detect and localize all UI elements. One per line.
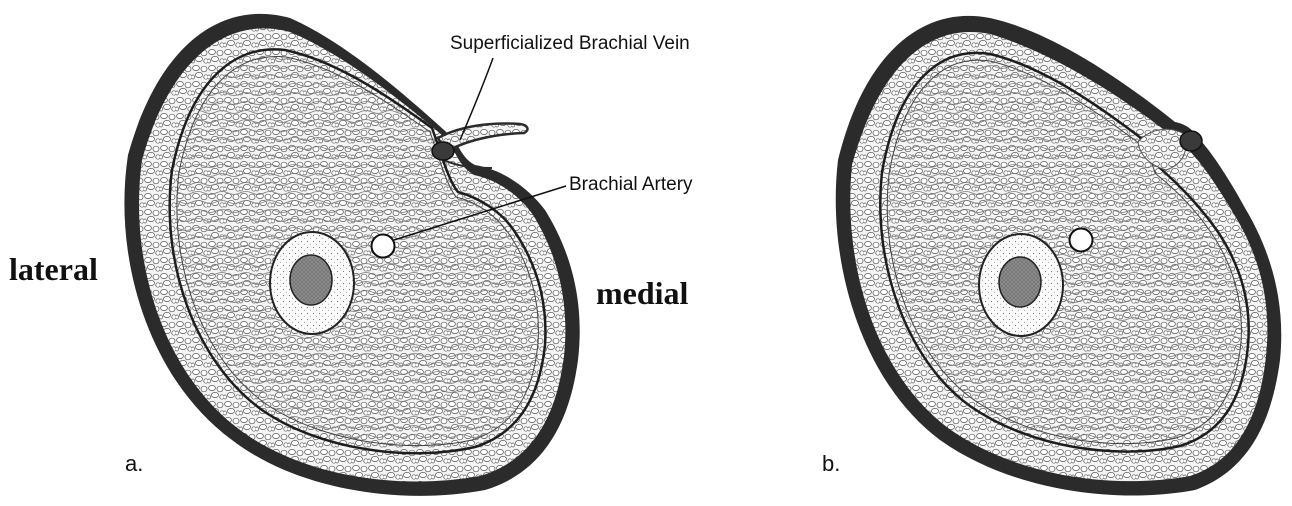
label-lateral: lateral xyxy=(9,251,98,287)
panel-a-bone-marrow xyxy=(290,255,332,305)
panel-b-superficialized-vein xyxy=(1180,131,1202,151)
label-panel-b: b. xyxy=(822,451,840,476)
panel-b-cross-section xyxy=(836,16,1282,496)
label-panel-a: a. xyxy=(125,451,143,476)
panel-b-bone-marrow xyxy=(999,257,1041,307)
panel-a-cross-section xyxy=(124,14,579,496)
label-superficialized-brachial-vein: Superficialized Brachial Vein xyxy=(450,33,690,54)
panel-a-superficialized-vein xyxy=(432,142,454,160)
panel-b-brachial-artery xyxy=(1070,229,1093,252)
label-brachial-artery: Brachial Artery xyxy=(569,174,693,195)
panel-a-brachial-artery xyxy=(372,235,395,258)
label-medial: medial xyxy=(596,275,689,311)
